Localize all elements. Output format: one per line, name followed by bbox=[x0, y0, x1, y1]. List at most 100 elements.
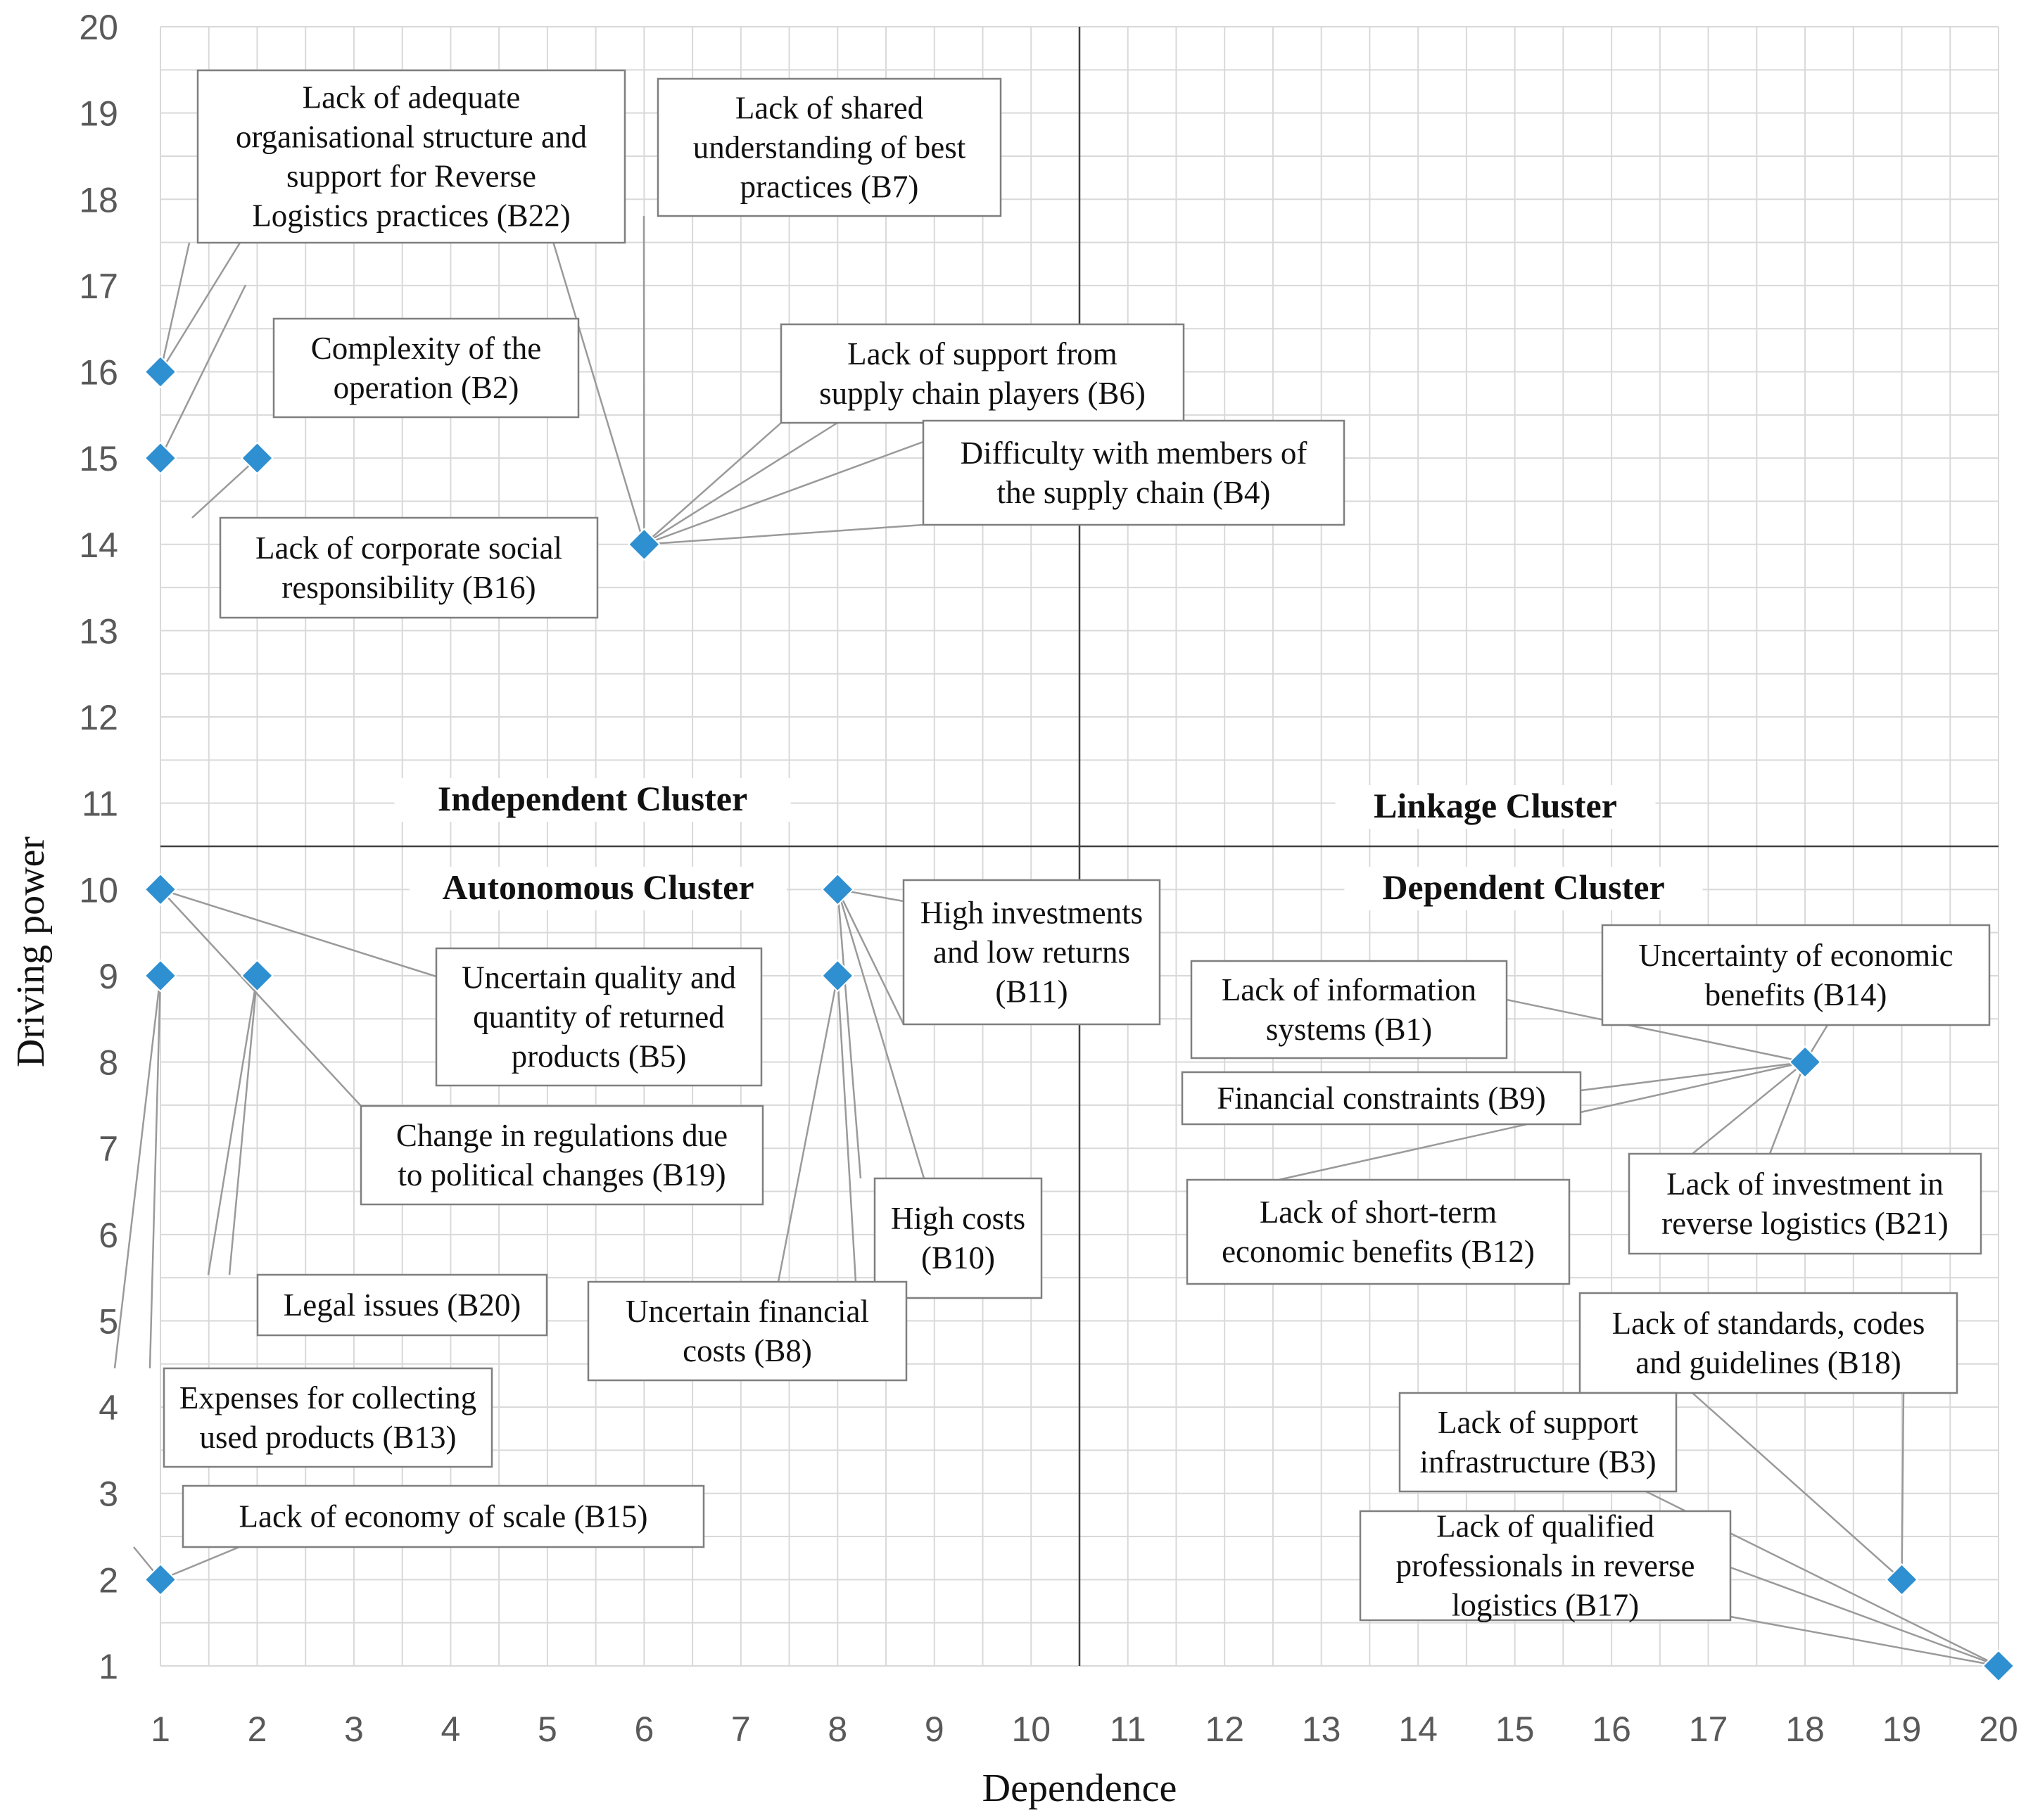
axis-titles: Dependence Driving power bbox=[9, 836, 1177, 1810]
annotation-text: Uncertain quality and bbox=[462, 960, 736, 995]
annotation-callout: Expenses for collecting used products (B1… bbox=[163, 1367, 493, 1468]
y-tick-label: 14 bbox=[79, 526, 118, 565]
annotation-text: operation (B2) bbox=[334, 370, 519, 405]
annotation-text: reverse logistics (B21) bbox=[1661, 1206, 1948, 1241]
annotation-text: Lack of economy of scale (B15) bbox=[239, 1499, 647, 1534]
x-tick-label: 8 bbox=[828, 1710, 847, 1749]
x-tick-label: 15 bbox=[1495, 1710, 1535, 1749]
annotation-text: Financial constraints (B9) bbox=[1217, 1081, 1545, 1116]
y-tick-label: 4 bbox=[99, 1388, 118, 1427]
annotation-text: Difficulty with members of bbox=[961, 435, 1307, 471]
data-point-marker bbox=[241, 959, 274, 993]
annotation-text: products (B5) bbox=[512, 1039, 687, 1074]
x-tick-label: 14 bbox=[1398, 1710, 1438, 1749]
data-point-marker bbox=[144, 959, 177, 993]
annotation-text: Lack of qualified bbox=[1436, 1509, 1654, 1544]
annotation-text: support for Reverse bbox=[286, 159, 536, 194]
annotation-leader-line bbox=[1730, 1566, 1999, 1667]
annotation-text: and low returns bbox=[933, 935, 1130, 970]
x-axis-title: Dependence bbox=[982, 1767, 1177, 1810]
annotation-box bbox=[873, 1177, 1043, 1299]
annotation-text: Expenses for collecting bbox=[179, 1380, 476, 1415]
cluster-label-background bbox=[1335, 785, 1656, 829]
cluster-label-background bbox=[410, 867, 787, 910]
annotation-callout: Complexity of the operation (B2) bbox=[272, 317, 580, 419]
data-point-marker bbox=[627, 528, 661, 561]
annotation-text: (B11) bbox=[995, 974, 1068, 1010]
x-tick-label: 1 bbox=[151, 1710, 170, 1749]
annotation-text: Lack of adequate bbox=[303, 80, 521, 115]
annotation-callout: Legal issues (B20) bbox=[256, 1273, 548, 1337]
annotation-leader-line bbox=[159, 242, 241, 373]
data-point-marker bbox=[144, 355, 177, 388]
annotation-text: Lack of information bbox=[1222, 972, 1476, 1007]
y-tick-label: 13 bbox=[79, 611, 118, 651]
annotation-text: Complexity of the bbox=[311, 331, 541, 366]
annotation-text: and guidelines (B18) bbox=[1635, 1345, 1901, 1380]
annotation-leader-line bbox=[113, 975, 162, 1369]
x-tick-label: 11 bbox=[1110, 1710, 1146, 1749]
data-point-marker bbox=[1788, 1045, 1822, 1078]
annotation-text: Lack of short-term bbox=[1260, 1195, 1497, 1230]
annotation-leader-line bbox=[1580, 1061, 1806, 1092]
annotation-callout: Lack of investment in reverse logistics (… bbox=[1628, 1152, 1982, 1255]
annotation-text: used products (B13) bbox=[200, 1420, 457, 1455]
annotation-box bbox=[1186, 1178, 1571, 1285]
annotation-text: to political changes (B19) bbox=[398, 1157, 726, 1192]
annotation-callout: Financial constraints (B9) bbox=[1181, 1071, 1582, 1126]
annotation-box bbox=[1190, 960, 1508, 1059]
annotation-text: benefits (B14) bbox=[1705, 977, 1887, 1012]
annotation-box bbox=[1181, 1071, 1582, 1126]
annotation-text: Lack of shared bbox=[735, 91, 923, 126]
cluster-label: Dependent Cluster bbox=[1382, 867, 1664, 907]
x-tick-label: 2 bbox=[248, 1710, 267, 1749]
annotation-text: High investments bbox=[920, 896, 1143, 931]
annotation-callout: Lack of qualified professionals in revers… bbox=[1359, 1509, 1732, 1623]
y-tick-label: 7 bbox=[99, 1129, 118, 1169]
data-point-marker bbox=[1885, 1563, 1918, 1596]
annotation-text: organisational structure and bbox=[236, 120, 587, 155]
annotation-text: costs (B8) bbox=[683, 1333, 812, 1368]
x-tick-label: 5 bbox=[538, 1710, 557, 1749]
annotation-callout: Lack of support infrastructure (B3) bbox=[1398, 1392, 1678, 1493]
quadrant-dividers bbox=[160, 27, 1999, 1666]
annotation-callout: Lack of shared understanding of best pract… bbox=[657, 77, 1002, 217]
annotation-text: understanding of best bbox=[693, 130, 966, 165]
y-tick-label: 5 bbox=[99, 1302, 118, 1341]
annotation-text: responsibility (B16) bbox=[281, 570, 536, 605]
y-tick-label: 11 bbox=[82, 784, 118, 824]
annotation-text: Lack of investment in bbox=[1666, 1166, 1944, 1202]
annotation-box bbox=[182, 1484, 705, 1548]
annotation-text: professionals in reverse bbox=[1396, 1548, 1695, 1584]
x-tick-label: 12 bbox=[1205, 1710, 1244, 1749]
annotation-callout: Lack of adequate organisational structure… bbox=[196, 69, 626, 244]
x-tick-label: 18 bbox=[1785, 1710, 1825, 1749]
y-tick-label: 18 bbox=[79, 180, 118, 219]
annotation-box bbox=[256, 1273, 548, 1337]
annotation-box bbox=[922, 419, 1345, 526]
annotation-text: Lack of standards, codes bbox=[1612, 1306, 1925, 1341]
data-points bbox=[144, 355, 2015, 1683]
y-tick-label: 9 bbox=[99, 957, 118, 996]
x-tick-label: 4 bbox=[441, 1710, 461, 1749]
annotation-box bbox=[1578, 1292, 1958, 1394]
x-tick-label: 7 bbox=[731, 1710, 751, 1749]
annotation-text: Uncertainty of economic bbox=[1638, 938, 1953, 973]
annotation-box bbox=[163, 1367, 493, 1468]
annotation-box bbox=[657, 77, 1002, 217]
annotation-text: Lack of support bbox=[1438, 1405, 1638, 1440]
y-tick-label: 15 bbox=[79, 439, 118, 478]
x-tick-label: 3 bbox=[344, 1710, 364, 1749]
annotation-text: practices (B7) bbox=[740, 170, 919, 205]
data-point-marker bbox=[821, 959, 854, 993]
annotation-text: logistics (B17) bbox=[1452, 1588, 1639, 1623]
annotation-text: infrastructure (B3) bbox=[1419, 1444, 1656, 1479]
cluster-label: Linkage Cluster bbox=[1374, 786, 1617, 825]
